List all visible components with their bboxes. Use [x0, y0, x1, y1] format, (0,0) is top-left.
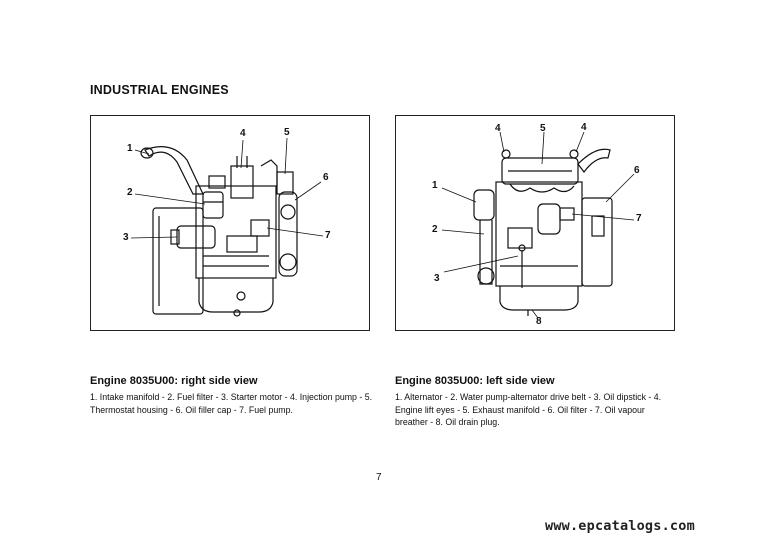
engine-left-side-drawing	[441, 131, 635, 319]
engine-right-side-drawing	[130, 137, 324, 317]
callout-4: 4	[495, 123, 501, 134]
callout-7: 7	[325, 230, 331, 241]
watermark: www.epcatalogs.com	[545, 518, 695, 534]
callout-6: 6	[634, 165, 640, 176]
callout-7: 7	[636, 213, 642, 224]
right-caption-title: Engine 8035U00: left side view	[395, 375, 555, 387]
callout-4-second: 4	[581, 122, 587, 133]
callout-4: 4	[240, 128, 246, 139]
callout-2: 2	[127, 187, 133, 198]
right-side-view-figure: 1 2 3 4 5 6 7	[90, 115, 370, 331]
left-caption-title: Engine 8035U00: right side view	[90, 375, 258, 387]
section-title: INDUSTRIAL ENGINES	[90, 83, 229, 97]
callout-1: 1	[432, 180, 438, 191]
callout-2: 2	[432, 224, 438, 235]
page-number: 7	[376, 472, 382, 483]
callout-3: 3	[434, 273, 440, 284]
callout-8: 8	[536, 316, 542, 327]
callout-3: 3	[123, 232, 129, 243]
callout-1: 1	[127, 143, 133, 154]
left-side-view-figure: 1 2 3 4 5 4 6 7 8	[395, 115, 675, 331]
right-caption-text: 1. Alternator - 2. Water pump-alternator…	[395, 392, 662, 427]
callout-6: 6	[323, 172, 329, 183]
left-caption-text: 1. Intake manifold - 2. Fuel filter - 3.…	[90, 392, 373, 415]
callout-5: 5	[284, 127, 290, 138]
callout-5: 5	[540, 123, 546, 134]
